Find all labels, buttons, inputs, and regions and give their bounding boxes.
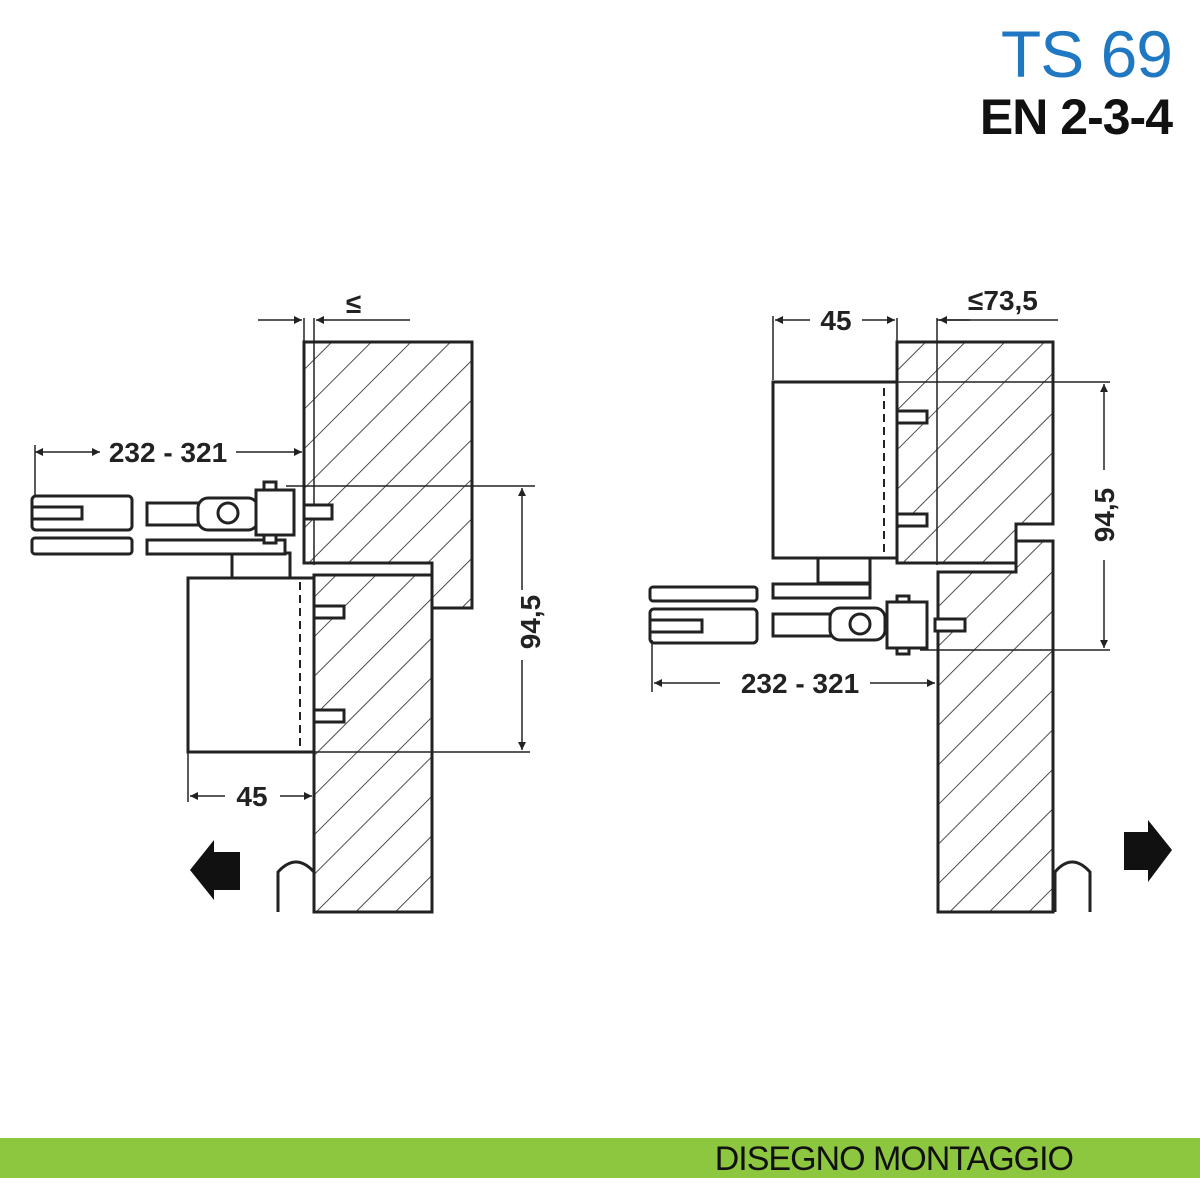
norm-label: EN 2-3-4 bbox=[979, 89, 1173, 145]
closer-arm bbox=[30, 480, 334, 556]
door-section bbox=[312, 573, 434, 914]
left-dim-height: 94,5 bbox=[515, 595, 546, 650]
door-section bbox=[936, 539, 1055, 914]
left-dim-depth: 45 bbox=[236, 781, 267, 812]
right-dim-height: 94,5 bbox=[1089, 488, 1120, 543]
model-name: TS 69 bbox=[1000, 17, 1173, 91]
arrow-left-icon bbox=[190, 840, 240, 900]
closer-body bbox=[771, 380, 929, 585]
right-dim-offset: ≤73,5 bbox=[968, 285, 1038, 316]
right-dim-arm: 232 - 321 bbox=[741, 668, 859, 699]
footer-bar: DISEGNO MONTAGGIO bbox=[0, 1138, 1200, 1178]
right-view: 45 ≤73,5 94,5 232 - 321 bbox=[648, 285, 1172, 914]
arrow-right-icon bbox=[1124, 820, 1172, 882]
hinge-pin bbox=[276, 860, 316, 912]
left-dim-offset: ≤ bbox=[346, 288, 361, 319]
left-dim-arm: 232 - 321 bbox=[109, 437, 227, 468]
title-block: TS 69 EN 2-3-4 bbox=[979, 17, 1173, 145]
left-view: 232 - 321 94,5 45 ≤ bbox=[30, 288, 546, 914]
hinge-pin bbox=[1053, 860, 1092, 912]
right-dim-depth: 45 bbox=[820, 305, 851, 336]
footer-label: DISEGNO MONTAGGIO bbox=[714, 1140, 1074, 1178]
closer-arm bbox=[648, 582, 967, 656]
frame-section bbox=[895, 340, 1055, 565]
frame-section bbox=[302, 340, 474, 610]
